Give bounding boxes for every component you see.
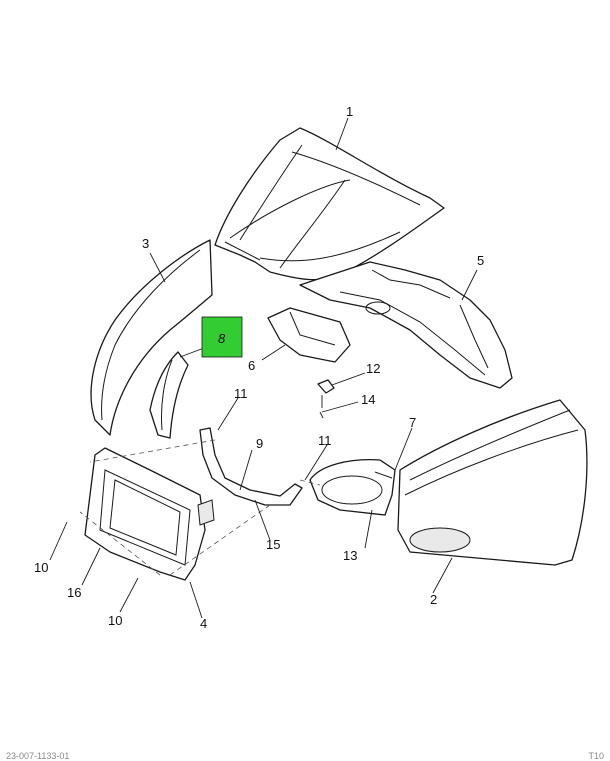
callout-7[interactable]: 7 (409, 415, 416, 430)
callout-14[interactable]: 14 (361, 392, 375, 407)
hood-bracket (267, 307, 351, 363)
headlamp-housing (309, 459, 396, 516)
guide-lines (79, 439, 321, 576)
clip-fastener (317, 379, 335, 419)
fender-liner (149, 351, 189, 439)
callout-15[interactable]: 15 (266, 537, 280, 552)
callout-6[interactable]: 6 (248, 358, 255, 373)
callout-4[interactable]: 4 (200, 616, 207, 631)
right-fender (397, 399, 588, 566)
grille-surround (84, 447, 215, 581)
footer-left-code: 23-007-1133-01 (6, 751, 70, 761)
callout-8[interactable]: 8 (218, 331, 226, 346)
callout-3[interactable]: 3 (142, 236, 149, 251)
callout-12[interactable]: 12 (366, 361, 380, 376)
callout-16[interactable]: 16 (67, 585, 81, 600)
callout-13[interactable]: 13 (343, 548, 357, 563)
hood-panel (214, 127, 445, 281)
callout-11-left[interactable]: 11 (234, 386, 248, 401)
callout-10-left[interactable]: 10 (34, 560, 48, 575)
callout-9[interactable]: 9 (256, 436, 263, 451)
callout-10-bottom[interactable]: 10 (108, 613, 122, 628)
highlight-box[interactable] (201, 316, 243, 358)
callout-11-right[interactable]: 11 (318, 433, 332, 448)
seal-strip (199, 427, 303, 506)
leader-lines (49, 117, 478, 619)
left-fender (90, 239, 213, 436)
callout-2[interactable]: 2 (430, 592, 437, 607)
callout-1[interactable]: 1 (346, 104, 353, 119)
footer-right-code: T10 (588, 751, 604, 761)
cowl-panel (299, 261, 513, 389)
callout-5[interactable]: 5 (477, 253, 484, 268)
